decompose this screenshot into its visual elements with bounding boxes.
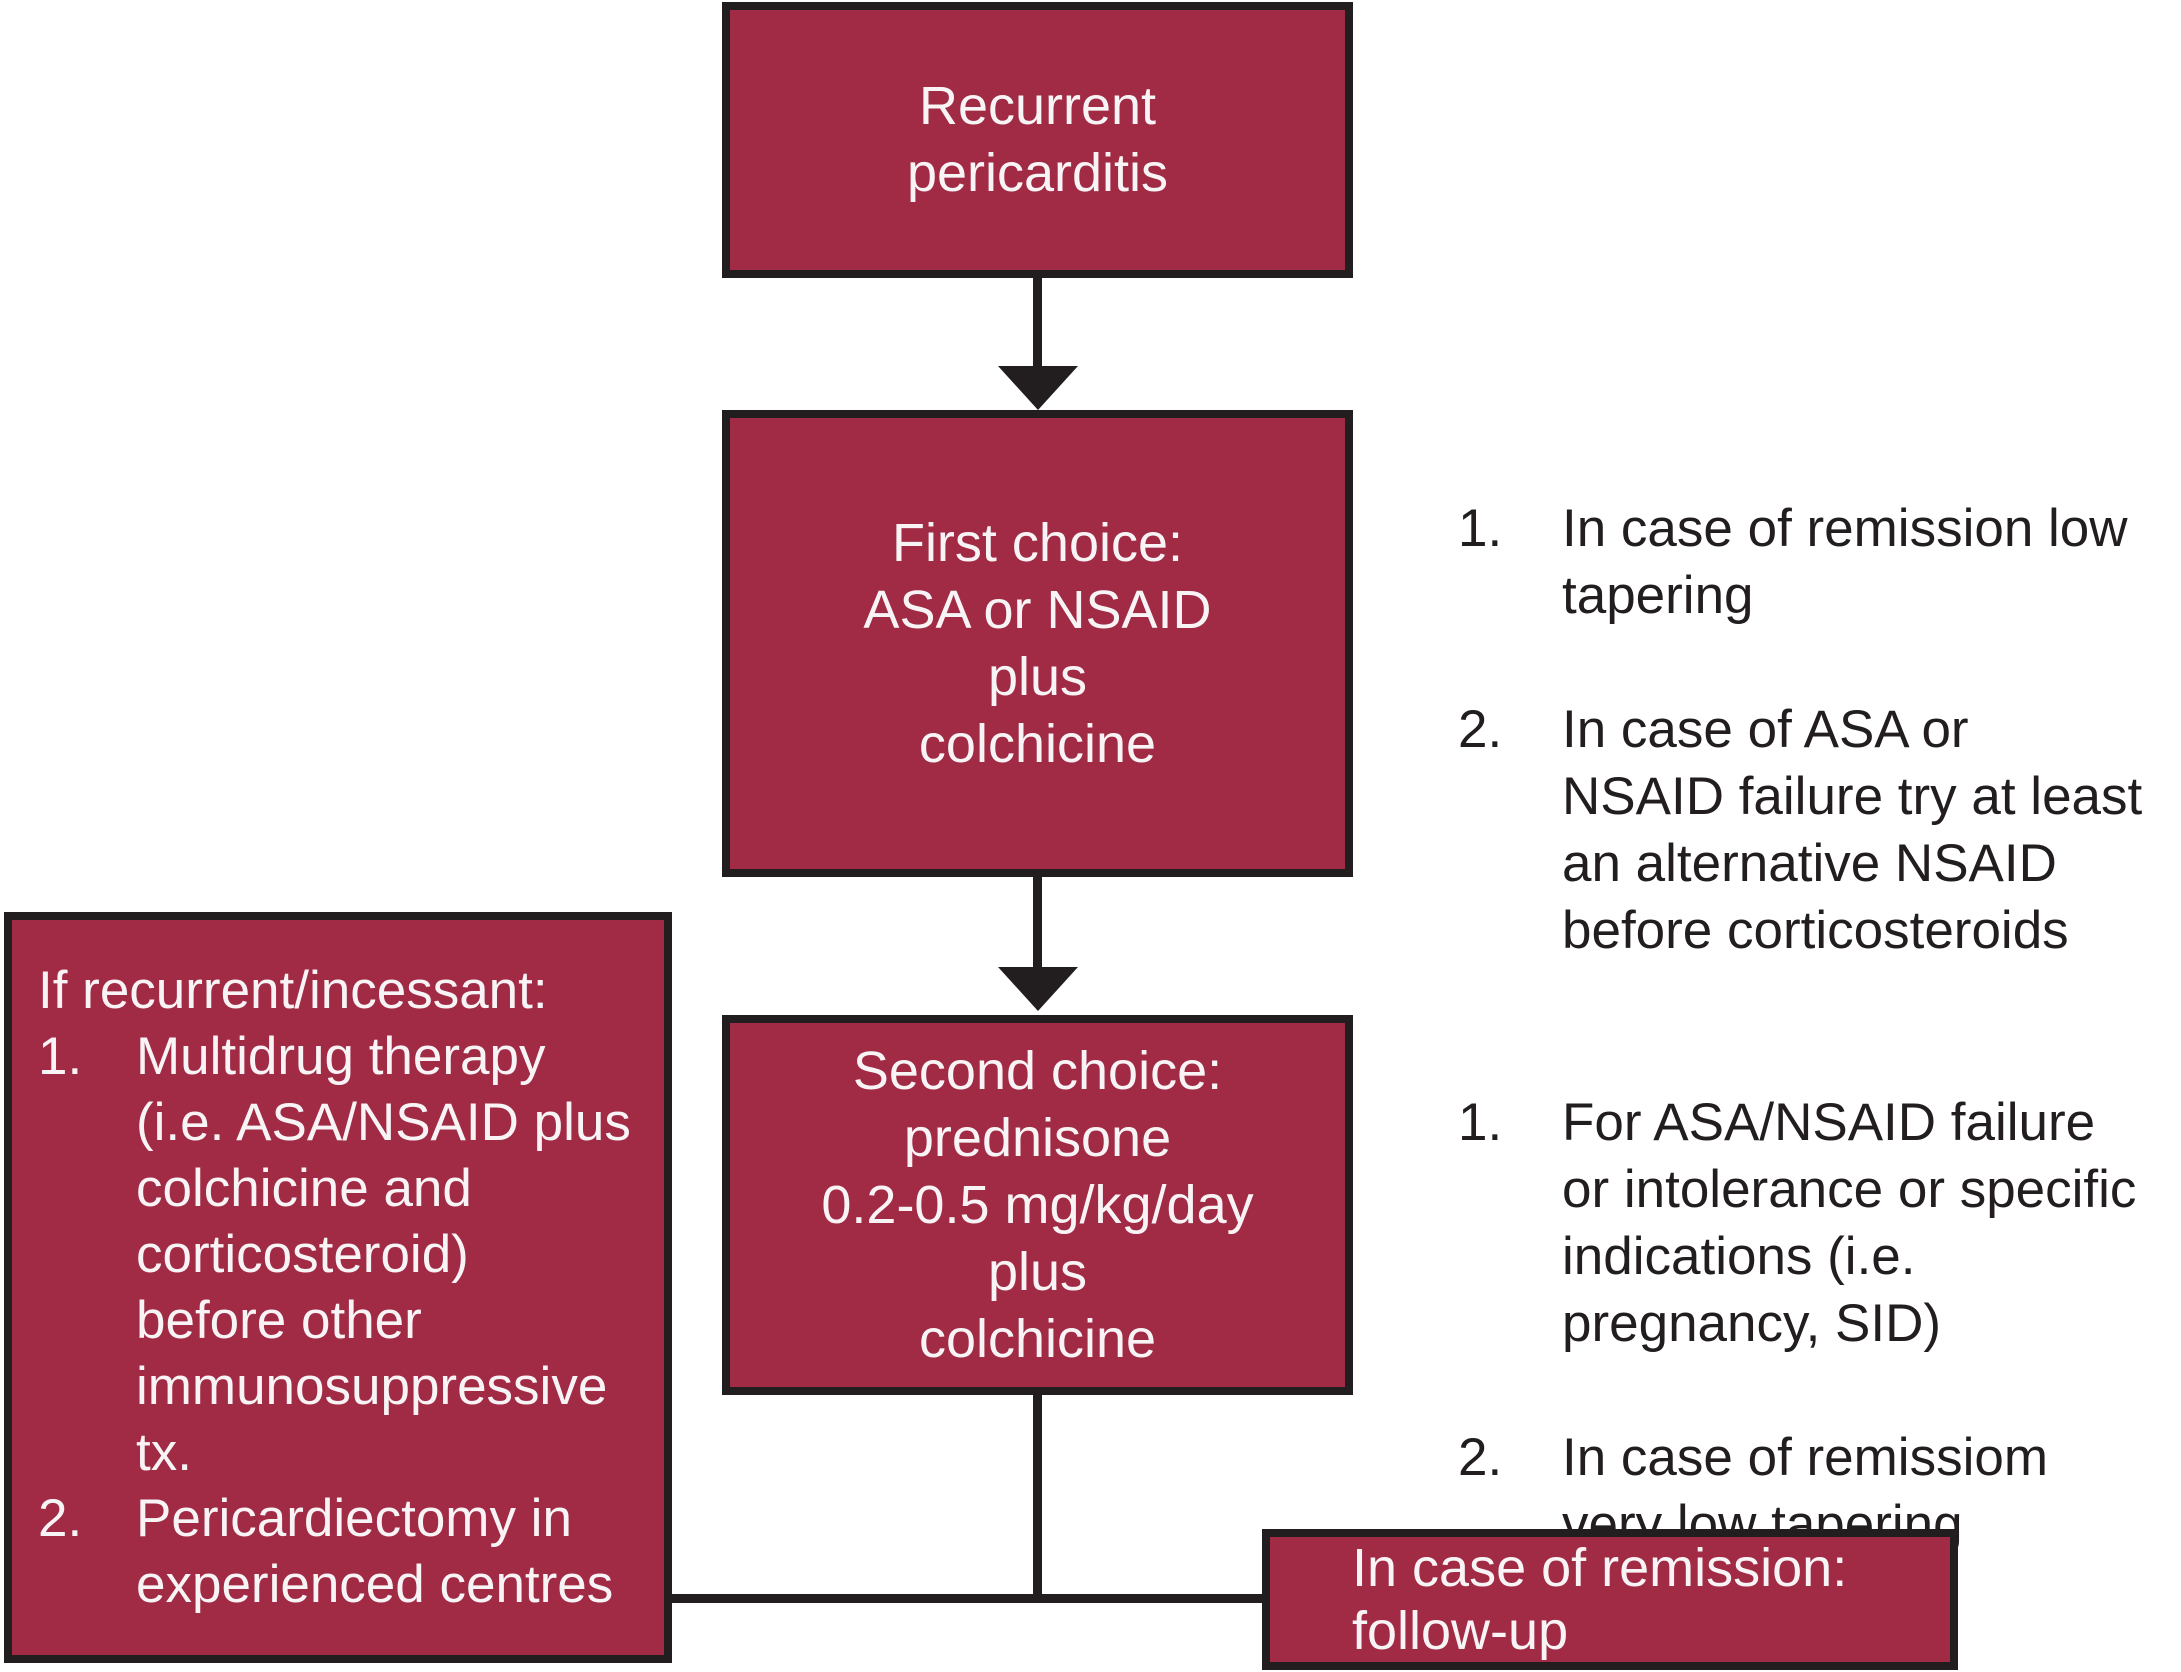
item-text: Multidrug therapy (i.e. ASA/NSAID plus c… — [136, 1026, 631, 1482]
arrow-down-icon — [998, 366, 1078, 410]
item-number: 1. — [38, 1026, 83, 1086]
node-if-recurrent-incessant: If recurrent/incessant: 1. Multidrug the… — [4, 912, 672, 1663]
list-item: 1. In case of remission low tapering — [1458, 495, 2181, 629]
item-text: For ASA/NSAID failure or intolerance or … — [1562, 1093, 2137, 1353]
item-text: In case of remission low tapering — [1562, 499, 2128, 625]
item-text: Pericardiectomy in experienced centres — [136, 1488, 614, 1614]
item-number: 2. — [1458, 700, 1503, 759]
connector-horizontal-line — [668, 1594, 1262, 1603]
node-recurrent-pericarditis: Recurrent pericarditis — [722, 2, 1353, 278]
node-remission-followup: In case of remission: follow-up — [1262, 1529, 1958, 1670]
notes-first-choice: 1. In case of remission low tapering 2. … — [1458, 428, 2181, 1031]
node-heading: If recurrent/incessant: — [38, 960, 548, 1020]
list-item: 1. For ASA/NSAID failure or intolerance … — [1458, 1089, 2181, 1357]
list-item: 2. Pericardiectomy in experienced centre… — [38, 1486, 613, 1618]
connector-vertical-line — [1033, 1395, 1042, 1603]
arrow-stem — [1033, 877, 1042, 969]
item-number: 1. — [1458, 499, 1503, 558]
item-text: In case of ASA or NSAID failure try at l… — [1562, 700, 2143, 960]
arrow-stem — [1033, 278, 1042, 370]
node-second-choice: Second choice: prednisone 0.2-0.5 mg/kg/… — [722, 1015, 1353, 1395]
notes-second-choice: 1. For ASA/NSAID failure or intolerance … — [1458, 1022, 2181, 1625]
item-number: 2. — [38, 1488, 83, 1548]
node-first-choice: First choice: ASA or NSAID plus colchici… — [722, 410, 1353, 877]
arrow-down-icon — [998, 967, 1078, 1011]
list-item: 2. In case of ASA or NSAID failure try a… — [1458, 696, 2181, 964]
list-item: 1. Multidrug therapy (i.e. ASA/NSAID plu… — [38, 1024, 631, 1486]
item-number: 2. — [1458, 1428, 1503, 1487]
item-number: 1. — [1458, 1093, 1503, 1152]
